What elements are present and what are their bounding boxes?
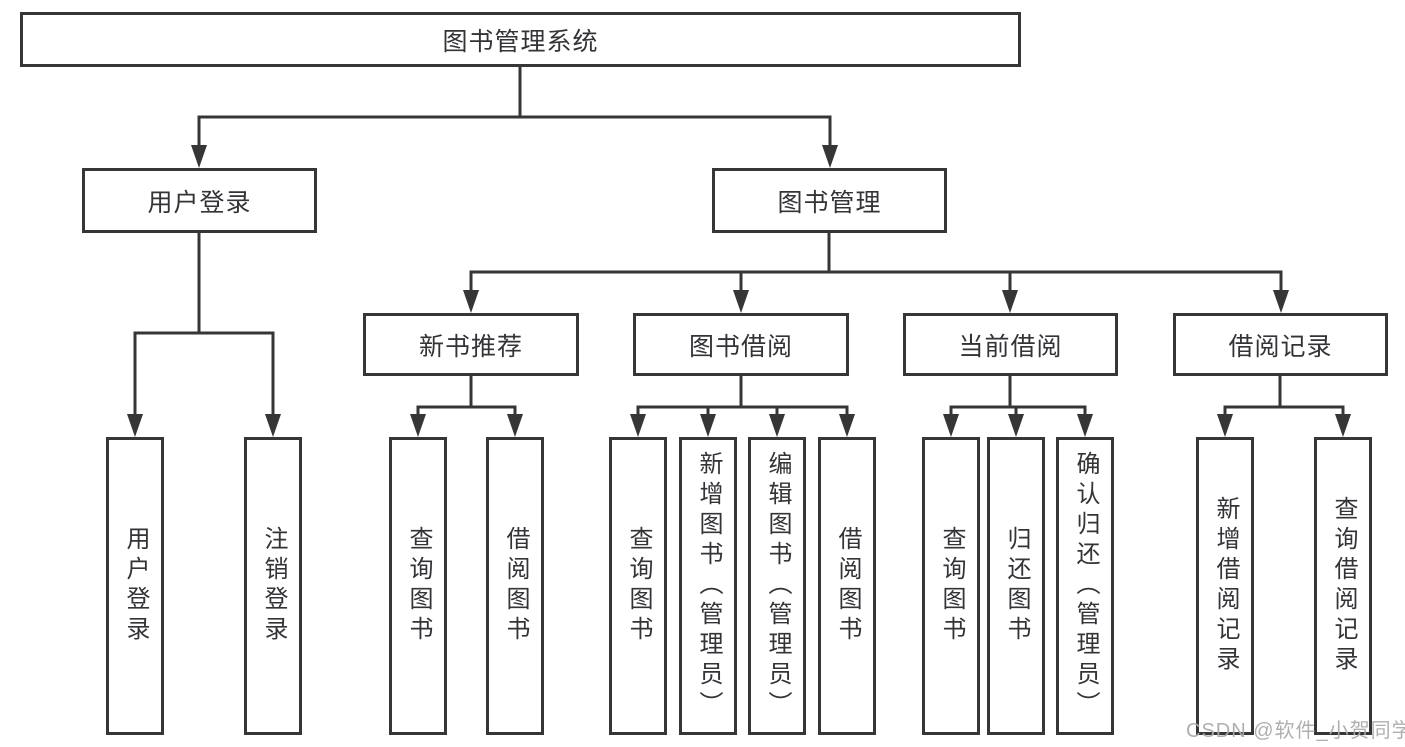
leaf-confirm-return-admin: 确认归还（管理员）	[1056, 437, 1114, 735]
node-new-book-recommend-label: 新书推荐	[418, 332, 523, 361]
leaf-logout-label: 注销登录	[260, 526, 287, 646]
leaf-logout: 注销登录	[244, 437, 302, 735]
leaf-edit-books-admin: 编辑图书（管理员）	[748, 437, 806, 735]
arrowhead	[943, 414, 959, 437]
leaf-query-books-borrowing-label: 查询图书	[625, 526, 652, 646]
connector-new-book-children	[416, 376, 517, 416]
node-borrowing-records: 借阅记录	[1173, 313, 1388, 376]
arrowhead	[507, 414, 523, 437]
arrowhead	[1077, 414, 1093, 437]
connector-current-borrowing-children	[949, 376, 1087, 416]
arrowhead	[1008, 414, 1024, 437]
arrowhead	[839, 414, 855, 437]
arrowhead	[769, 414, 785, 437]
leaf-add-borrow-record-label: 新增借阅记录	[1212, 496, 1239, 676]
arrowhead	[127, 414, 143, 437]
node-book-management: 图书管理	[712, 168, 947, 233]
leaf-query-books-borrowing: 查询图书	[609, 437, 667, 735]
node-current-borrowing-label: 当前借阅	[958, 332, 1063, 361]
connector-root-to-level2	[197, 67, 832, 148]
arrowhead	[630, 414, 646, 437]
csdn-watermark: CSDN @软件_小贺同学	[1186, 720, 1405, 742]
arrowhead	[1217, 414, 1233, 437]
node-system-root: 图书管理系统	[20, 12, 1021, 67]
arrowhead	[265, 414, 281, 437]
node-user-login: 用户登录	[82, 168, 317, 233]
node-book-management-label: 图书管理	[777, 188, 882, 217]
leaf-confirm-return-admin-label: 确认归还（管理员）	[1072, 451, 1099, 721]
connector-borrowing-records-children	[1223, 376, 1345, 416]
leaf-user-login: 用户登录	[106, 437, 164, 735]
leaf-return-books: 归还图书	[987, 437, 1045, 735]
arrowhead	[1335, 414, 1351, 437]
arrowhead	[410, 414, 426, 437]
leaf-edit-books-admin-label: 编辑图书（管理员）	[764, 451, 791, 721]
leaf-query-books-recommend: 查询图书	[389, 437, 447, 735]
node-user-login-label: 用户登录	[147, 188, 252, 217]
leaf-borrow-books-recommend-label: 借阅图书	[502, 526, 529, 646]
arrowhead	[700, 414, 716, 437]
connector-user-login-children	[133, 233, 275, 416]
node-book-borrowing: 图书借阅	[633, 313, 849, 376]
leaf-query-books-current: 查询图书	[922, 437, 980, 735]
leaf-borrow-books-borrowing-label: 借阅图书	[834, 526, 861, 646]
node-current-borrowing: 当前借阅	[903, 313, 1118, 376]
leaf-return-books-label: 归还图书	[1003, 526, 1030, 646]
leaf-query-books-current-label: 查询图书	[938, 526, 965, 646]
connector-book-borrowing-children	[636, 376, 849, 416]
leaf-borrow-books-recommend: 借阅图书	[486, 437, 544, 735]
node-system-root-label: 图书管理系统	[442, 27, 599, 56]
leaf-query-borrow-record: 查询借阅记录	[1314, 437, 1372, 735]
node-new-book-recommend: 新书推荐	[363, 313, 579, 376]
leaf-add-books-admin: 新增图书（管理员）	[679, 437, 737, 735]
arrowhead	[463, 290, 479, 313]
leaf-borrow-books-borrowing: 借阅图书	[818, 437, 876, 735]
node-book-borrowing-label: 图书借阅	[688, 332, 793, 361]
connector-book-management-children	[469, 233, 1283, 292]
leaf-query-borrow-record-label: 查询借阅记录	[1330, 496, 1357, 676]
leaf-query-books-recommend-label: 查询图书	[405, 526, 432, 646]
arrowhead	[1002, 290, 1018, 313]
leaf-user-login-label: 用户登录	[122, 526, 149, 646]
arrowhead	[191, 145, 207, 168]
arrowhead	[733, 290, 749, 313]
arrowhead	[822, 145, 838, 168]
node-borrowing-records-label: 借阅记录	[1228, 332, 1333, 361]
arrowhead	[1273, 290, 1289, 313]
leaf-add-books-admin-label: 新增图书（管理员）	[695, 451, 722, 721]
leaf-add-borrow-record: 新增借阅记录	[1196, 437, 1254, 735]
